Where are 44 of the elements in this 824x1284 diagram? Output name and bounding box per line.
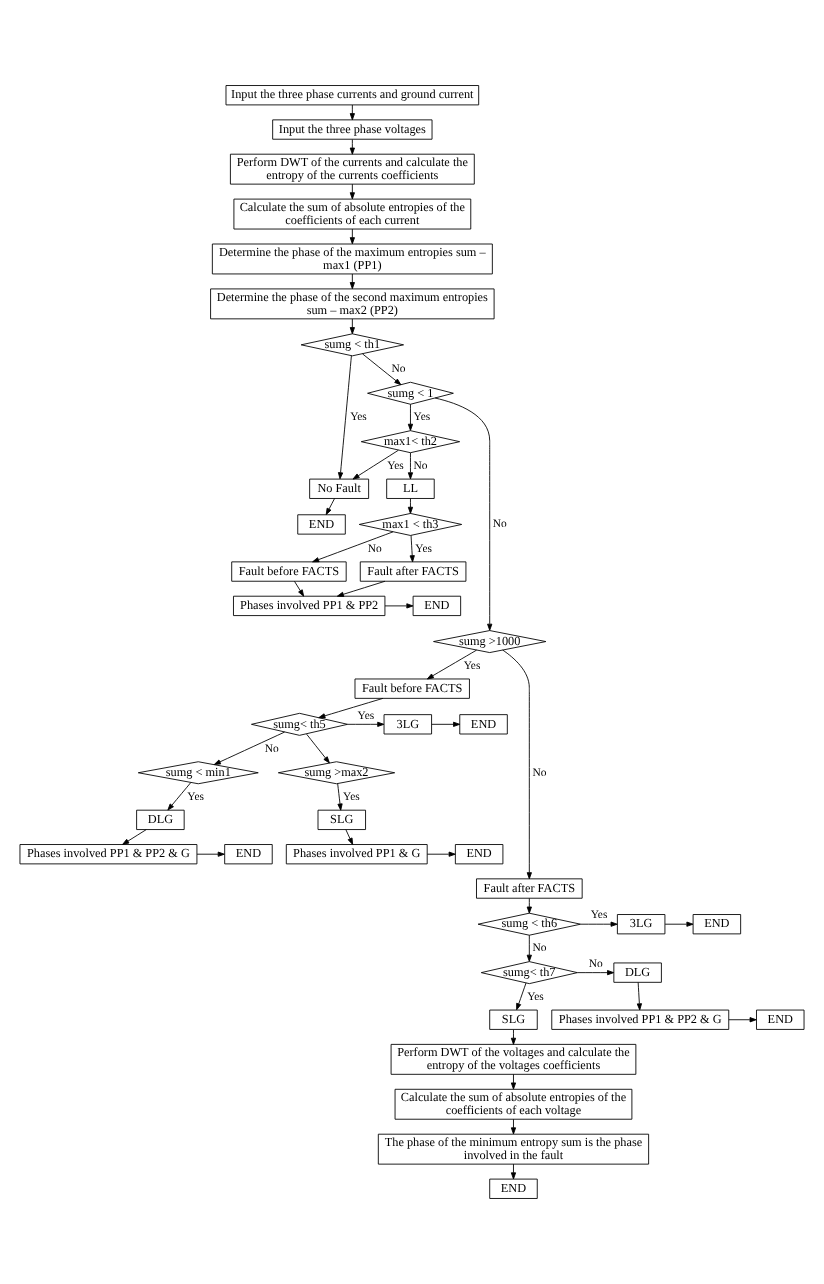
arrow <box>347 721 385 727</box>
arrow <box>349 228 355 245</box>
arrow <box>431 721 461 727</box>
arrow <box>349 139 355 155</box>
arrow <box>325 498 335 516</box>
arrow <box>196 851 225 857</box>
arrow <box>337 783 343 811</box>
arrow <box>728 1017 757 1023</box>
arrow <box>349 104 355 121</box>
arrow <box>349 273 355 290</box>
arrow <box>577 970 615 976</box>
arrow <box>294 580 305 597</box>
arrow <box>349 183 355 200</box>
arrow <box>510 1163 517 1180</box>
arrow <box>636 982 642 1011</box>
arrow <box>426 851 456 857</box>
arrow <box>312 531 394 563</box>
arrow <box>337 355 352 480</box>
arrow <box>434 397 493 631</box>
arrow <box>306 733 330 764</box>
arrow <box>526 897 532 914</box>
arrow <box>407 498 414 514</box>
arrow <box>510 1029 517 1045</box>
arrow <box>167 782 192 811</box>
arrow <box>362 353 402 386</box>
arrow <box>580 921 618 927</box>
arrow <box>318 697 384 719</box>
arrow <box>510 1073 517 1090</box>
arrow <box>336 580 386 597</box>
arrow <box>384 603 414 609</box>
arrow <box>664 921 694 927</box>
arrow <box>213 731 285 765</box>
arrow <box>502 649 532 880</box>
arrow <box>407 403 414 431</box>
arrow <box>426 649 477 680</box>
arrow <box>349 318 355 335</box>
arrow <box>409 534 415 563</box>
arrow <box>345 829 354 845</box>
arrow <box>526 934 532 962</box>
arrow <box>407 452 414 480</box>
arrow <box>510 1118 517 1135</box>
arrow <box>352 449 399 480</box>
arrow <box>122 829 147 845</box>
arrow <box>516 982 527 1011</box>
